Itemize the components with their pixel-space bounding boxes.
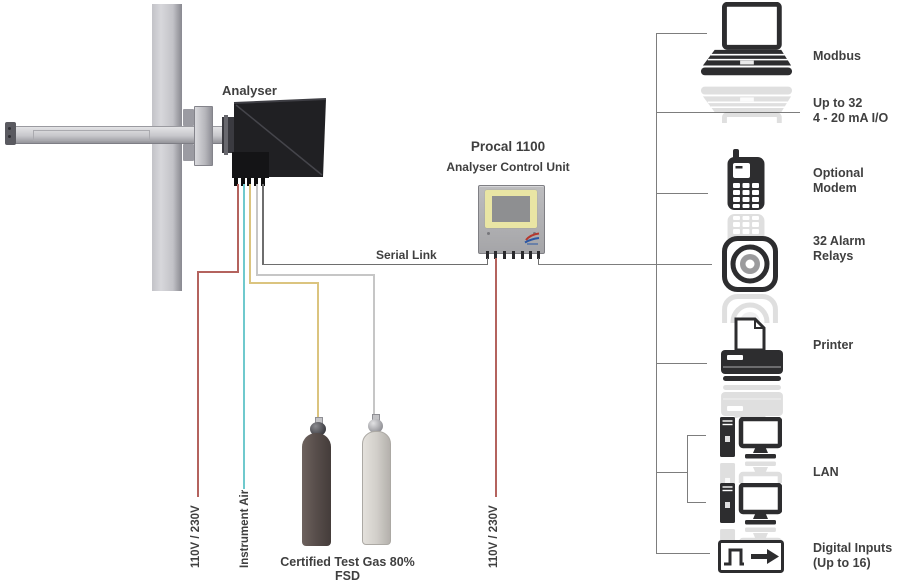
- cylinder-valve: [310, 422, 326, 436]
- lan-label: LAN: [813, 465, 839, 480]
- analog-io-branch-line: [656, 112, 800, 113]
- screw-icon: [487, 232, 490, 235]
- instrument-air-label: Instrument Air: [239, 489, 251, 568]
- lan-branch-line: [656, 472, 687, 473]
- modem-branch-line: [656, 193, 708, 194]
- test-gas-line-1: [249, 184, 251, 283]
- serial-link-line: [487, 258, 488, 265]
- test-gas-line-2: [256, 274, 375, 276]
- control-unit-pin: [521, 251, 524, 259]
- modbus-label-text: Modbus: [813, 49, 861, 63]
- alarm-relays-label-line2: Relays: [813, 249, 854, 263]
- test-gas-line-1: [317, 282, 319, 418]
- lan-bracket-line: [687, 502, 706, 503]
- serial-link-label: Serial Link: [376, 248, 437, 263]
- instrument-air-line: [243, 184, 245, 489]
- test-gas-cylinder-light: [362, 431, 391, 545]
- analyser-power-label: 110V / 230V: [190, 505, 202, 568]
- stack-wall: [152, 4, 182, 291]
- modem-label-line1: Optional: [813, 166, 864, 180]
- test-gas-caption-text: Certified Test Gas 80% FSD: [280, 555, 415, 583]
- output-bus-line: [538, 258, 539, 265]
- control-unit-pin: [529, 251, 532, 259]
- analyser-unit-icon: [222, 95, 328, 189]
- manufacturer-logo-icon: [524, 232, 540, 245]
- alarm-relays-label: 32 Alarm Relays: [813, 234, 865, 264]
- analyser-power-wire: [197, 271, 239, 273]
- printer-branch-line: [656, 363, 707, 364]
- modem-label-line2: Modem: [813, 181, 857, 195]
- control-unit-pin: [512, 251, 515, 259]
- control-unit-bezel: [485, 190, 537, 228]
- analog-io-label-line1: Up to 32: [813, 96, 863, 110]
- modem-label: Optional Modem: [813, 166, 864, 196]
- lan-label-text: LAN: [813, 465, 839, 479]
- analyser-power-wire: [197, 271, 199, 497]
- test-gas-line-2: [256, 184, 258, 275]
- laptop-icon: [698, 2, 794, 123]
- printer-label-text: Printer: [813, 338, 854, 352]
- serial-link-line: [262, 184, 264, 265]
- digital-inputs-label-line1: Digital Inputs: [813, 541, 893, 555]
- desktop-computer-icon: [720, 483, 782, 549]
- modbus-label: Modbus: [813, 49, 861, 64]
- desktop-computer-icon: [720, 417, 782, 483]
- control-unit-power-wire: [495, 258, 497, 497]
- analyser-label: Analyser: [222, 83, 277, 98]
- analyser-label-text: Analyser: [222, 83, 277, 98]
- analog-io-label-line2: 4 - 20 mA I/O: [813, 111, 889, 125]
- lan-bracket-line: [687, 435, 688, 503]
- printer-icon: [720, 316, 784, 419]
- mount-bracket-bottom: [183, 144, 194, 161]
- output-bus-line: [656, 33, 657, 553]
- lan-bracket-line: [687, 435, 706, 436]
- serial-link-label-text: Serial Link: [376, 248, 437, 262]
- control-unit-title: Procal 1100: [470, 139, 546, 154]
- analyser-power-wire: [237, 184, 239, 272]
- digital-inputs-label-line2: (Up to 16): [813, 556, 871, 570]
- digital-inputs-label: Digital Inputs (Up to 16): [813, 541, 892, 571]
- probe-detail: [33, 130, 150, 141]
- control-unit-pin: [486, 251, 489, 259]
- probe-tip: [5, 122, 16, 145]
- mobile-phone-icon: [727, 149, 765, 246]
- cylinder-valve: [368, 419, 383, 433]
- sample-probe: [8, 126, 232, 144]
- control-unit-pin: [494, 251, 497, 259]
- test-gas-caption: Certified Test Gas 80% FSD: [270, 555, 425, 583]
- modbus-branch-line: [656, 33, 707, 34]
- control-unit-power-label: 110V / 230V: [488, 505, 500, 568]
- control-unit: [478, 185, 545, 254]
- control-unit-screen: [492, 196, 530, 222]
- digital-inputs-branch-line: [656, 553, 710, 554]
- control-unit-pin: [503, 251, 506, 259]
- control-unit-pin: [537, 251, 540, 259]
- analog-io-label: Up to 32 4 - 20 mA I/O: [813, 96, 888, 126]
- alarm-relays-label-line1: 32 Alarm: [813, 234, 866, 248]
- output-bus-line: [538, 264, 712, 265]
- speaker-icon: [722, 236, 778, 324]
- digital-pulse-icon: [718, 540, 784, 573]
- serial-link-line: [262, 264, 488, 265]
- control-unit-subtitle: Analyser Control Unit: [446, 160, 570, 174]
- test-gas-line-1: [249, 282, 319, 284]
- test-gas-cylinder-dark: [302, 433, 331, 546]
- test-gas-line-2: [373, 274, 375, 415]
- mount-flange: [194, 106, 213, 166]
- mount-bracket-top: [183, 109, 194, 126]
- printer-label: Printer: [813, 338, 853, 353]
